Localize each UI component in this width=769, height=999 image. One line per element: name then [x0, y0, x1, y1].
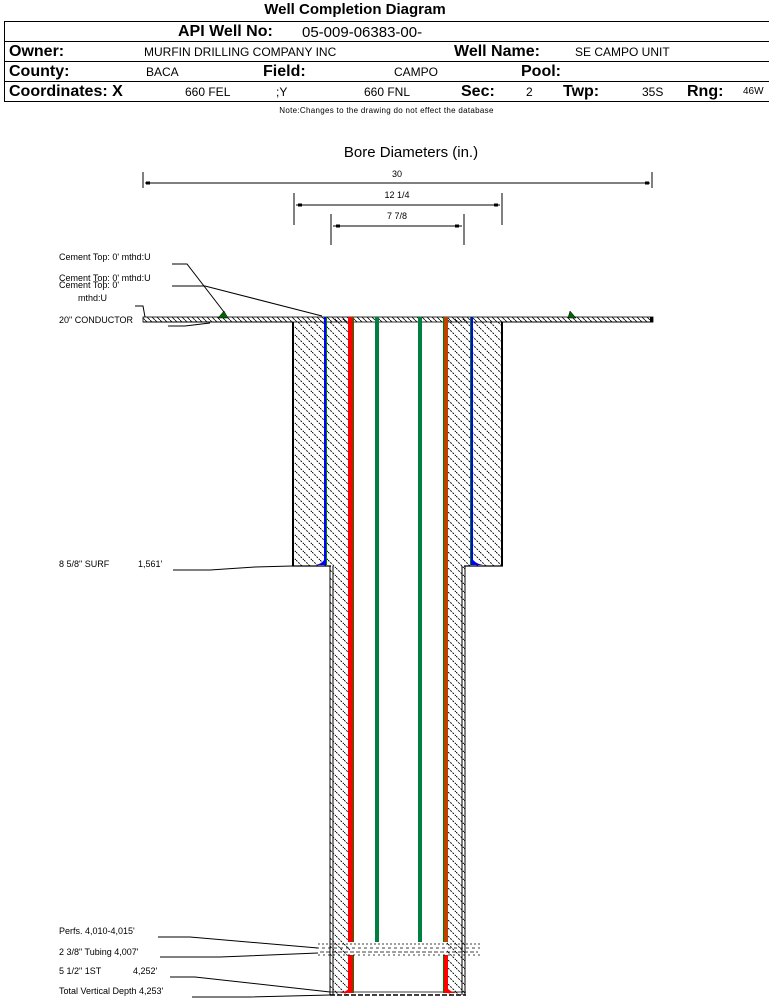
- annotation-prod-casing: 5 1/2" 1ST: [59, 966, 102, 976]
- perforations: [316, 943, 482, 956]
- rng-value: 46W: [743, 86, 764, 97]
- sec-value: 2: [526, 85, 533, 99]
- twp-value: 35S: [642, 85, 664, 99]
- bore-diameters-title: Bore Diameters (in.): [344, 144, 478, 161]
- production-casing: [340, 317, 456, 993]
- owner-label: Owner:: [9, 43, 65, 60]
- api-value: 05-009-06383-00-: [302, 24, 423, 41]
- header-row-api: API Well No: 05-009-06383-00-: [5, 22, 769, 42]
- annotation-tvd: Total Vertical Depth 4,253': [59, 986, 164, 996]
- header-row-coordinates: Coordinates: X 660 FEL ;Y 660 FNL Sec: 2…: [5, 82, 769, 101]
- annotation-surf-depth: 1,561': [138, 559, 163, 569]
- dimension-7-7-8: 7 7/8: [330, 211, 465, 245]
- production-hole-cement: [329, 318, 466, 996]
- y-coordinate-value: 660 FNL: [364, 85, 411, 99]
- county-value: BACA: [146, 65, 179, 79]
- surface-casing: [316, 317, 483, 565]
- header-row-county: County: BACA Field: CAMPO Pool:: [5, 62, 769, 82]
- y-coordinate-label: ;Y: [276, 85, 288, 99]
- well-header-table: API Well No: 05-009-06383-00- Owner: MUR…: [4, 21, 769, 102]
- header-row-owner: Owner: MURFIN DRILLING COMPANY INC Well …: [5, 42, 769, 62]
- surface-cement-shoe-left: [316, 556, 326, 565]
- production-cement-shoe-right: [444, 982, 456, 993]
- database-note: Note:Changes to the drawing do not effec…: [0, 106, 769, 115]
- pool-label: Pool:: [521, 63, 561, 80]
- annotation-prod-depth: 4,252': [133, 966, 158, 976]
- production-cement-shoe-left: [340, 982, 353, 993]
- rng-label: Rng:: [687, 83, 724, 100]
- field-value: CAMPO: [394, 65, 439, 79]
- dimension-label-12-1-4: 12 1/4: [384, 190, 409, 200]
- owner-value: MURFIN DRILLING COMPANY INC: [144, 45, 337, 59]
- annotation-cement-top-1: Cement Top: 0' mthd:U: [59, 252, 151, 262]
- dimension-30: 30: [142, 169, 653, 188]
- annotation-conductor: 20" CONDUCTOR: [59, 315, 134, 325]
- conductor-surface-band: [142, 316, 654, 323]
- coordinates-label: Coordinates: X: [9, 83, 123, 100]
- dimension-label-30: 30: [392, 169, 402, 179]
- field-label: Field:: [263, 63, 306, 80]
- cement-top-marker-left: [217, 310, 229, 319]
- annotations: Cement Top: 0' mthd:U Cement Top: 0' mth…: [59, 252, 331, 998]
- tubing: [375, 317, 422, 942]
- annotation-cement-top-2: Cement Top: 0' mthd:U: [59, 273, 151, 283]
- sec-label: Sec:: [461, 83, 495, 100]
- annotation-cement-top-3a: Cement Top: 0': [59, 280, 119, 290]
- annotation-perfs: Perfs. 4,010-4,015': [59, 926, 135, 936]
- well-name-label: Well Name:: [454, 43, 540, 60]
- api-label: API Well No:: [178, 23, 273, 40]
- annotation-surf-casing: 8 5/8" SURF: [59, 559, 110, 569]
- dimension-label-7-7-8: 7 7/8: [387, 211, 407, 221]
- annotation-cement-top-3b: mthd:U: [78, 293, 107, 303]
- twp-label: Twp:: [563, 83, 600, 100]
- annotation-tubing: 2 3/8" Tubing 4,007': [59, 947, 139, 957]
- page-title: Well Completion Diagram: [264, 1, 446, 18]
- surface-cement-shoe-right: [471, 556, 483, 565]
- well-name-value: SE CAMPO UNIT: [575, 45, 670, 59]
- county-label: County:: [9, 63, 70, 80]
- database-note-text: Note:Changes to the drawing do not effec…: [279, 106, 494, 115]
- cement-top-marker-right: [567, 310, 577, 319]
- dimension-12-1-4: 12 1/4: [293, 190, 503, 225]
- x-coordinate-value: 660 FEL: [185, 85, 231, 99]
